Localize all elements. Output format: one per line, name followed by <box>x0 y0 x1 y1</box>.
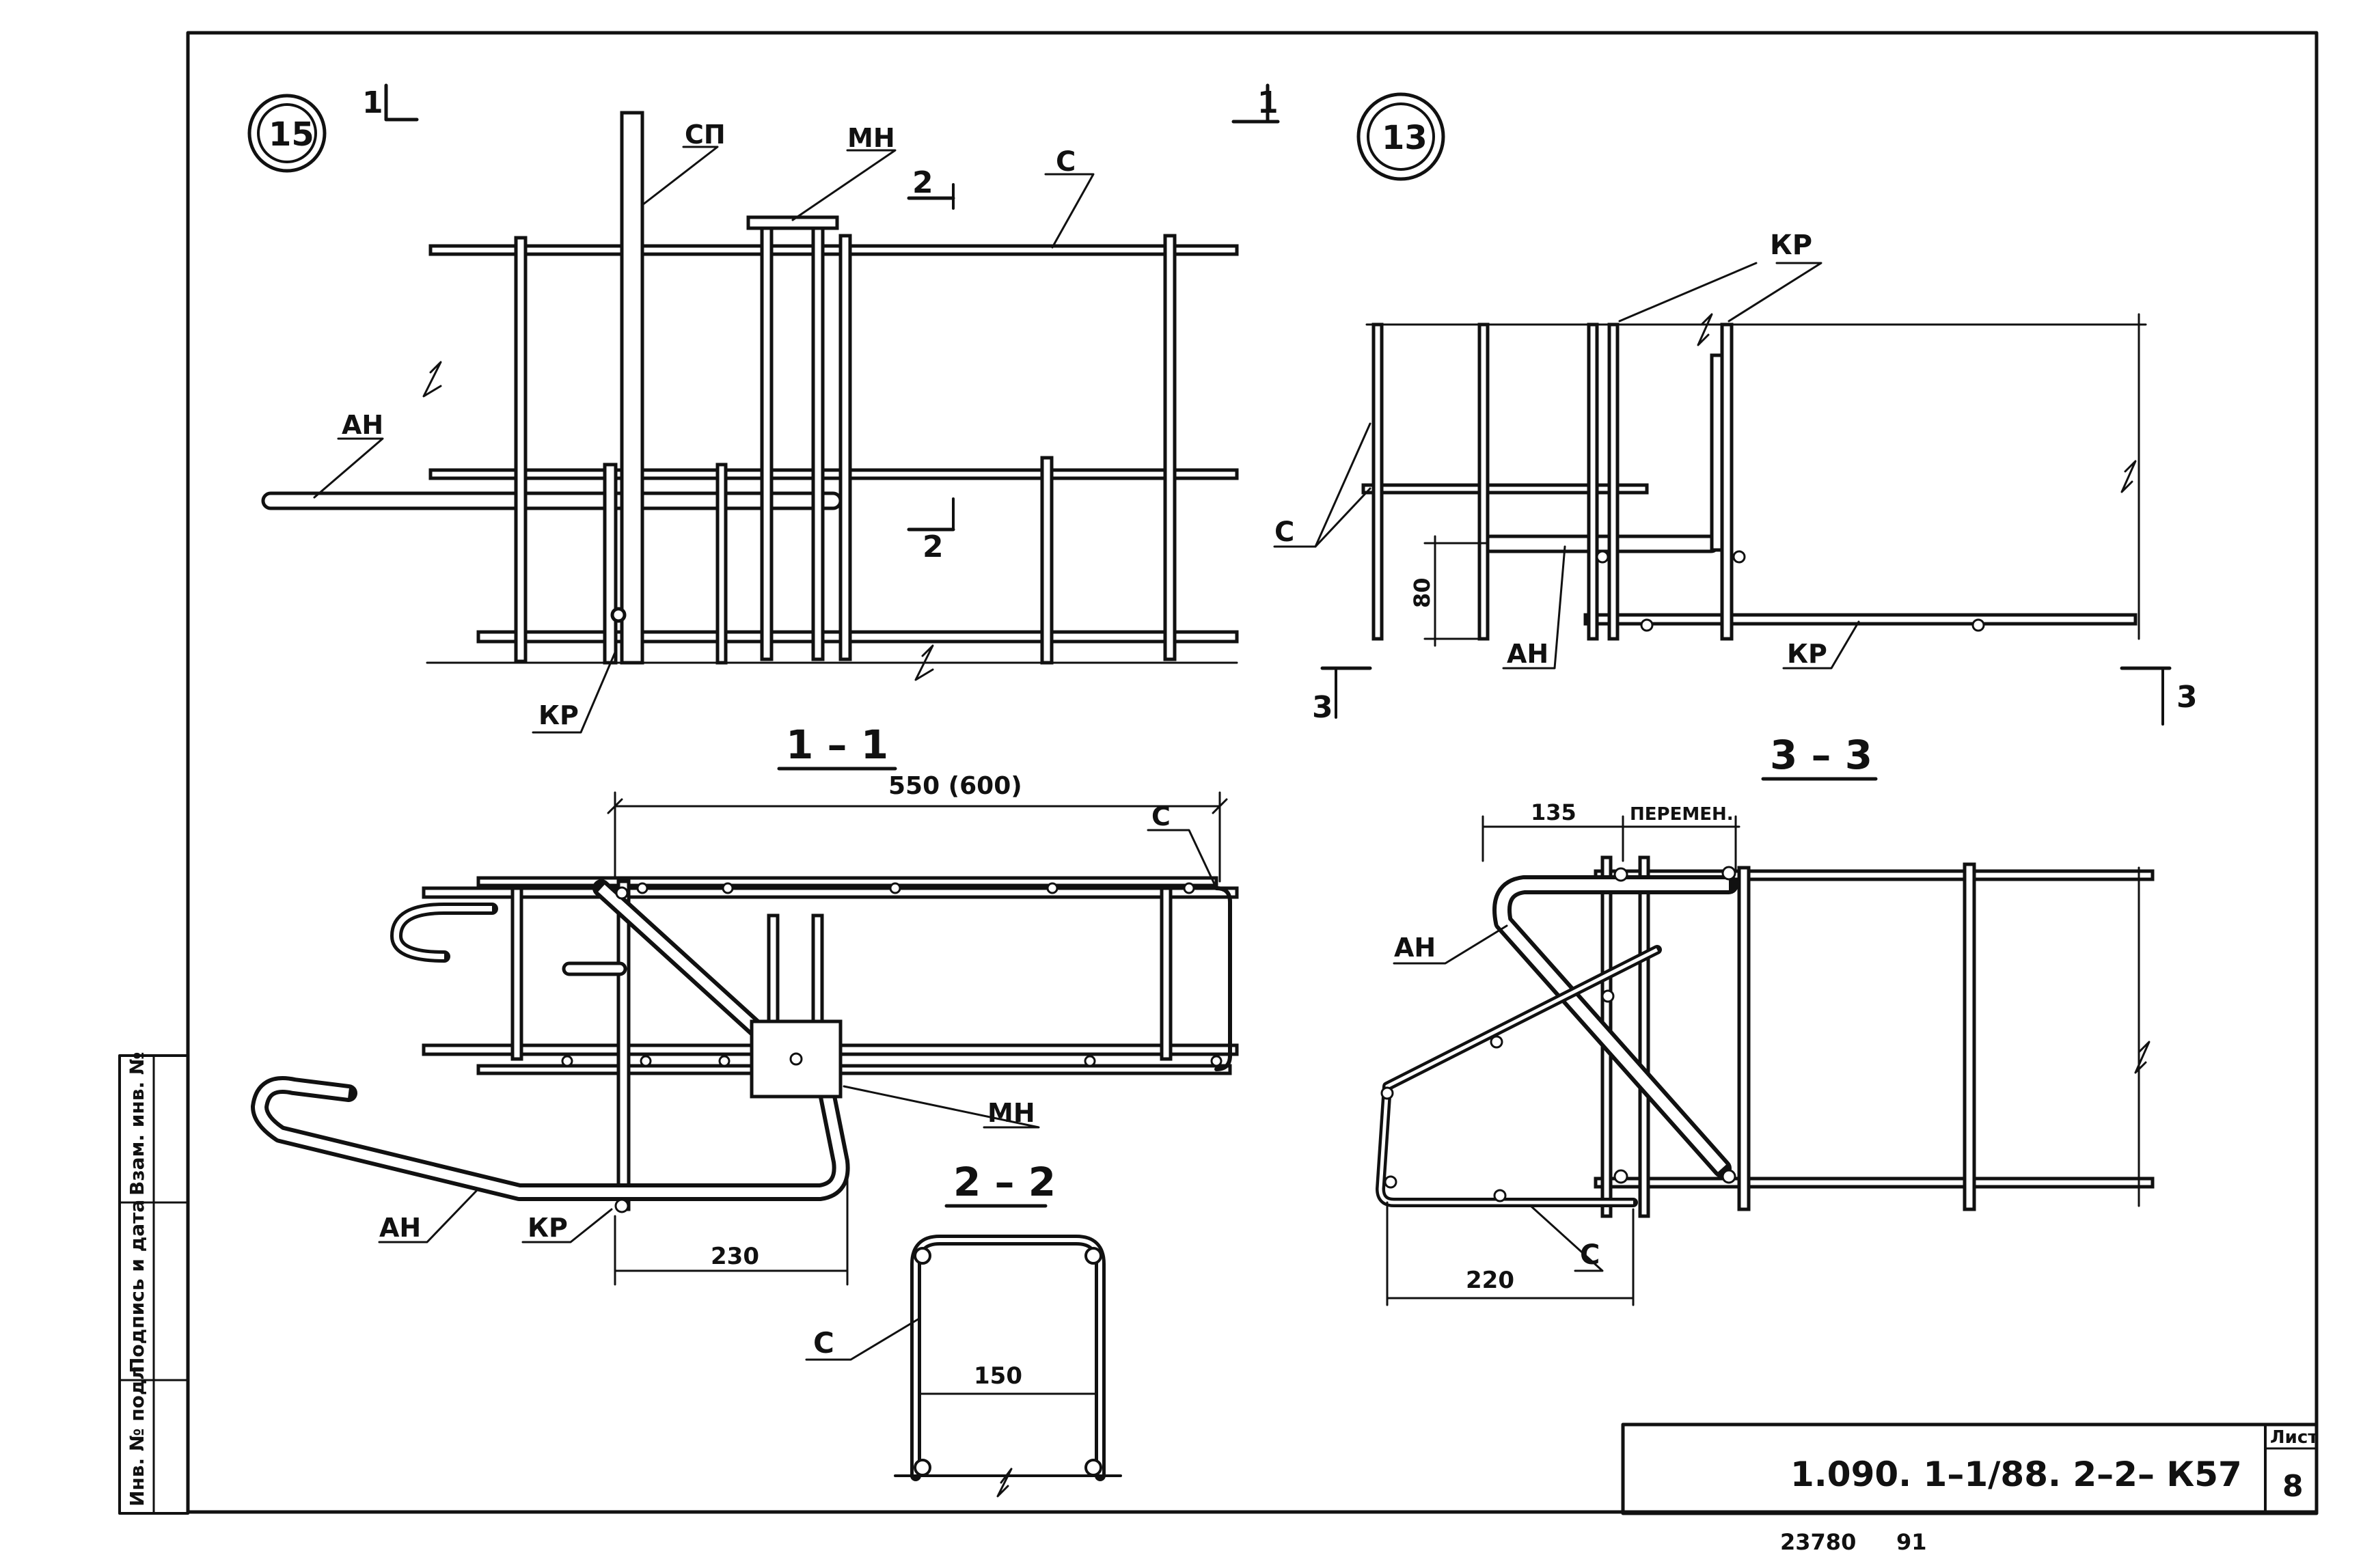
label-an-s33: АН <box>1394 933 1436 963</box>
label-kr-top: КР <box>538 700 579 730</box>
label-an-top: АН <box>342 410 383 440</box>
label-c-s22: С <box>813 1326 834 1360</box>
label-c-s11: С <box>1151 801 1171 831</box>
title-block: 1.090. 1–1/88. 2–2– К57 Лист 8 <box>1621 1422 2319 1515</box>
sidebar-replace-label: Взам. инв. № <box>126 1051 148 1196</box>
section-2-2: 2 – 2 150 С <box>805 1159 1122 1498</box>
sheet-number: 8 <box>2282 1469 2304 1504</box>
node-13-mark: 13 <box>1382 119 1428 157</box>
sheet-frame <box>186 31 2319 1514</box>
label-c-top: С <box>1056 146 1076 178</box>
sidebar-signature-label: Подпись и дата <box>126 1200 148 1373</box>
svg-text:2: 2 <box>923 529 944 564</box>
footer-year: 91 <box>1896 1529 1927 1555</box>
sidebar-stamp: Инв. № подл Подпись и дата Взам. инв. № <box>118 1051 189 1515</box>
label-kr-n13-bottom: КР <box>1787 639 1827 669</box>
label-an-s11: АН <box>379 1213 421 1243</box>
section-1-1-title: 1 – 1 <box>786 721 888 768</box>
label-mn-top: МН <box>847 123 895 153</box>
dim-variable: ПЕРЕМЕН. <box>1630 804 1734 825</box>
label-c-s33: С <box>1580 1239 1600 1271</box>
dim-550: 550 (600) <box>888 772 1022 800</box>
label-sp: СП <box>685 120 726 150</box>
designation-text: 1.090. 1–1/88. 2–2– К57 <box>1790 1455 2242 1494</box>
section-1-1: 1 – 1 550 (600) <box>251 721 1239 1286</box>
svg-text:2: 2 <box>912 165 933 200</box>
label-kr-s11: КР <box>528 1213 568 1243</box>
sidebar-inv-label: Инв. № подл <box>126 1366 148 1507</box>
footer-number: 23780 <box>1780 1529 1856 1555</box>
label-an-n13: АН <box>1507 639 1548 669</box>
node-15-mark: 15 <box>269 115 314 154</box>
sheet-label: Лист <box>2270 1427 2318 1448</box>
dim-220: 220 <box>1466 1267 1514 1294</box>
svg-text:3: 3 <box>1312 690 1333 725</box>
section-3-3: 3 – 3 135 ПЕРЕМЕН. 220 АН С <box>1376 732 2155 1306</box>
dim-150: 150 <box>974 1362 1022 1390</box>
node-15-plan: 15 1 1 2 2 <box>247 83 1280 734</box>
section-3-3-title: 3 – 3 <box>1770 732 1872 778</box>
label-mn-s11: МН <box>987 1098 1035 1128</box>
label-kr-n13-top: КР <box>1770 230 1812 261</box>
svg-text:3: 3 <box>2176 680 2198 715</box>
label-c-n13: С <box>1274 517 1294 548</box>
dim-230: 230 <box>711 1243 759 1270</box>
dim-135: 135 <box>1531 799 1576 825</box>
section-2-2-title: 2 – 2 <box>953 1159 1056 1205</box>
svg-text:1: 1 <box>362 85 383 120</box>
node-13-plan: 13 80 3 3 КР С АН КР <box>1273 92 2198 726</box>
dim-80: 80 <box>1409 577 1435 608</box>
